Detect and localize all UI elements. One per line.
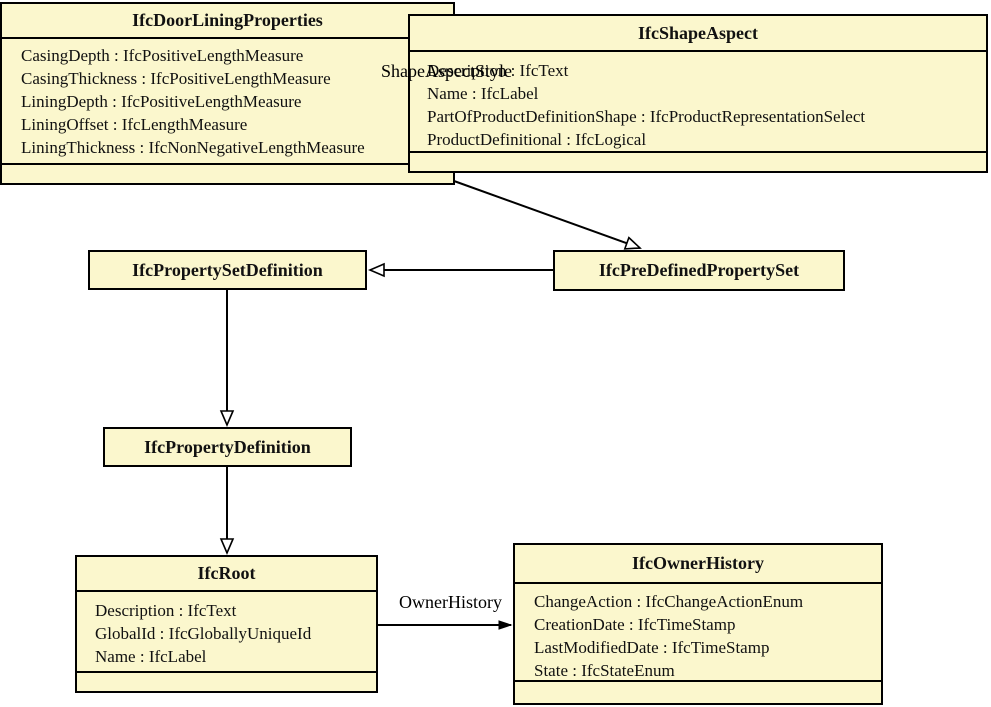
class-box-ifcpropertysetdefinition: IfcPropertySetDefinition (88, 250, 367, 290)
class-operations-empty (77, 671, 376, 691)
class-attributes: CasingDepth : IfcPositiveLengthMeasure C… (2, 37, 453, 163)
class-operations-empty (515, 680, 881, 703)
attribute-row: LiningThickness : IfcNonNegativeLengthMe… (21, 138, 365, 157)
attribute-row: GlobalId : IfcGloballyUniqueId (95, 624, 312, 643)
class-attributes: ChangeAction : IfcChangeActionEnum Creat… (515, 582, 881, 680)
attribute-row: LiningOffset : IfcLengthMeasure (21, 115, 248, 134)
class-operations-empty (410, 151, 986, 171)
class-title: IfcPropertyDefinition (144, 436, 311, 457)
class-box-ifcroot: IfcRoot Description : IfcText GlobalId :… (75, 555, 378, 693)
attribute-row: ChangeAction : IfcChangeActionEnum (534, 592, 804, 611)
class-box-ifcpredefinedpropertyset: IfcPreDefinedPropertySet (553, 250, 845, 291)
class-operations-empty (2, 163, 453, 183)
attribute-row: CasingDepth : IfcPositiveLengthMeasure (21, 46, 304, 65)
class-title: IfcDoorLiningProperties (132, 10, 323, 30)
class-box-ifcpropertydefinition: IfcPropertyDefinition (103, 427, 352, 467)
attribute-row: State : IfcStateEnum (534, 661, 675, 680)
generalization-arrow-door-to-predefined (453, 180, 642, 250)
class-box-ifcownerhistory: IfcOwnerHistory ChangeAction : IfcChange… (513, 543, 883, 705)
edge-label-shapeaspectstyle: ShapeAspectStyle (381, 61, 512, 81)
attribute-row: Description : IfcText (95, 601, 237, 620)
class-attributes: Description : IfcText Name : IfcLabel Pa… (410, 50, 986, 151)
class-title: IfcRoot (197, 563, 256, 583)
attribute-row: CasingThickness : IfcPositiveLengthMeasu… (21, 69, 331, 88)
edge-label-ownerhistory: OwnerHistory (399, 592, 502, 612)
class-attributes: Description : IfcText GlobalId : IfcGlob… (77, 590, 376, 671)
class-title: IfcPropertySetDefinition (132, 259, 323, 280)
class-box-ifcshapeaspect: IfcShapeAspect Description : IfcText Nam… (408, 14, 988, 173)
class-box-ifcdoorliningproperties: IfcDoorLiningProperties CasingDepth : If… (0, 2, 455, 185)
attribute-row: LiningDepth : IfcPositiveLengthMeasure (21, 92, 302, 111)
class-title: IfcShapeAspect (638, 22, 758, 43)
attribute-row: Description : IfcText (427, 61, 569, 80)
attribute-row: PartOfProductDefinitionShape : IfcProduc… (427, 107, 866, 126)
class-title: IfcPreDefinedPropertySet (598, 260, 800, 280)
attribute-row: CreationDate : IfcTimeStamp (534, 615, 736, 634)
attribute-row: Name : IfcLabel (427, 84, 539, 103)
attribute-row: Name : IfcLabel (95, 647, 207, 666)
attribute-row: ProductDefinitional : IfcLogical (427, 130, 647, 149)
attribute-row: LastModifiedDate : IfcTimeStamp (534, 638, 770, 657)
class-title: IfcOwnerHistory (632, 553, 764, 573)
